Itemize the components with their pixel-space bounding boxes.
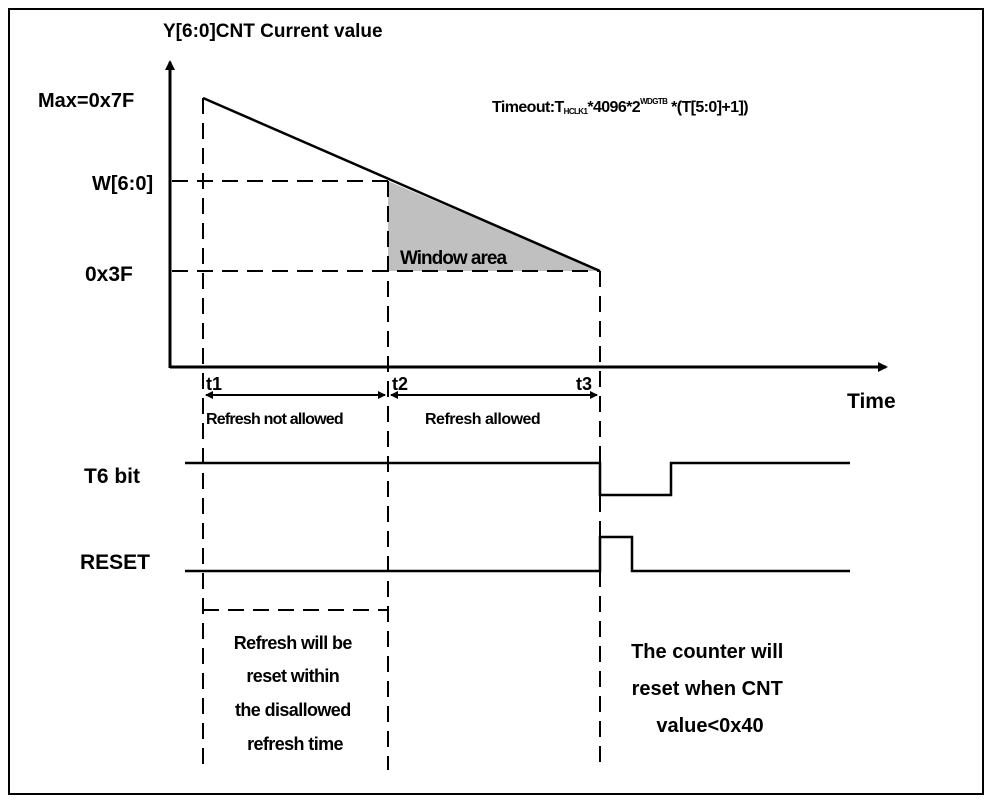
low-label: 0x3F	[85, 263, 133, 286]
reset-waveform	[185, 535, 850, 573]
timeout-prefix: Timeout:T	[492, 99, 564, 116]
t3-label: t3	[576, 374, 592, 394]
timeout-formula: Timeout:THCLK1*4096*2WDGTB *(T[5:0]+1])	[492, 97, 748, 116]
counter-decay-line	[202, 96, 601, 273]
timeout-mid: *4096*2	[587, 99, 640, 116]
right-note-line: value<0x40	[656, 715, 763, 737]
left-note: Refresh will be reset within the disallo…	[234, 633, 356, 754]
reset-label: RESET	[80, 551, 150, 574]
t6-bit-waveform	[185, 461, 850, 497]
timeout-suffix: *(T[5:0]+1])	[667, 99, 748, 116]
left-note-line: Refresh will be	[234, 633, 353, 653]
t6-bit-label: T6 bit	[84, 465, 140, 488]
t1-label: t1	[206, 374, 222, 394]
right-note-line: reset when CNT	[632, 678, 783, 700]
right-note-line: The counter will	[631, 641, 783, 663]
left-note-line: reset within	[246, 666, 339, 686]
timeout-sup: WDGTB	[640, 97, 668, 106]
max-label: Max=0x7F	[38, 90, 134, 112]
timeout-sub: HCLK1	[564, 107, 589, 116]
left-note-line: refresh time	[247, 734, 343, 754]
refresh-not-allowed-label: Refresh not allowed	[206, 411, 343, 428]
t2-label: t2	[392, 374, 408, 394]
x-axis-label: Time	[847, 390, 896, 413]
refresh-allowed-label: Refresh allowed	[425, 411, 540, 428]
window-area-label: Window area	[400, 248, 507, 269]
w-label: W[6:0]	[92, 173, 153, 195]
right-note: The counter will reset when CNT value<0x…	[631, 641, 789, 737]
y-axis-label: Y[6:0]CNT Current value	[163, 21, 383, 42]
left-note-line: the disallowed	[235, 700, 351, 720]
